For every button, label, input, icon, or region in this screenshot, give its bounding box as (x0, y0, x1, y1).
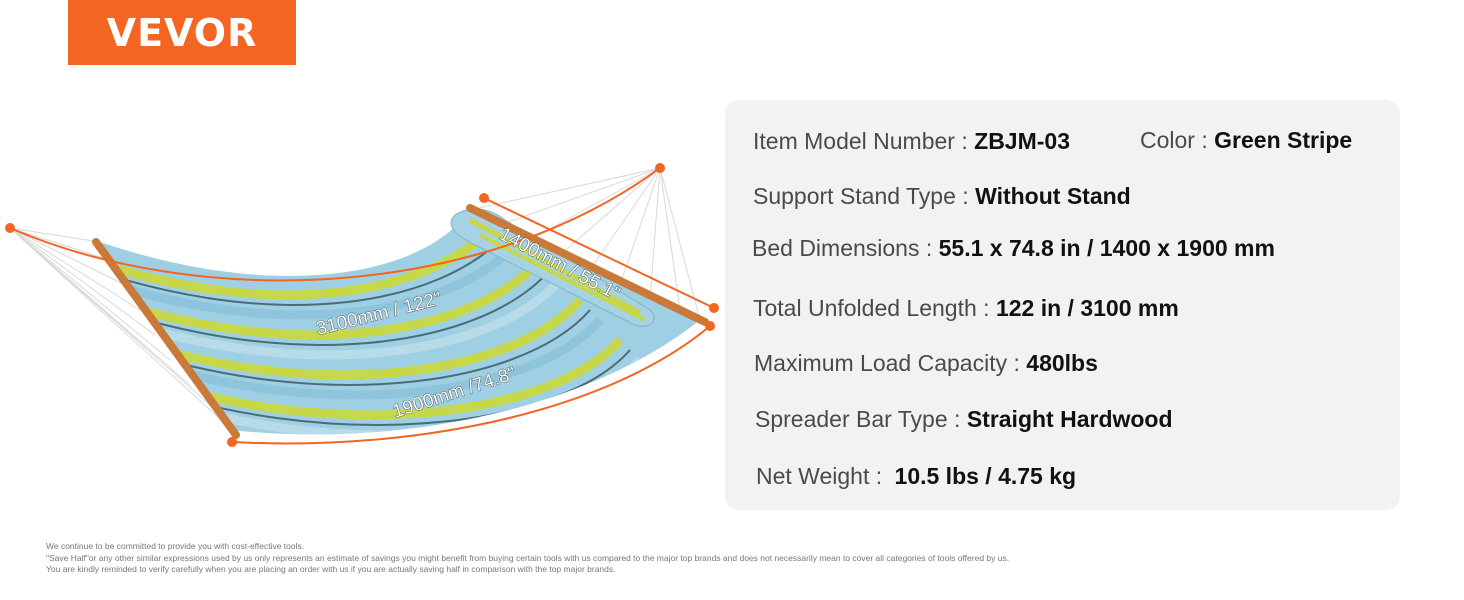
suspension-cords-right (469, 167, 701, 321)
spec-color-label: Color : (1140, 127, 1208, 153)
spec-load-capacity-label: Maximum Load Capacity : (754, 350, 1020, 376)
spec-panel: Item Model Number : ZBJM-03 Color : Gree… (725, 100, 1400, 510)
spec-bed-dimensions-value: 55.1 x 74.8 in / 1400 x 1900 mm (938, 235, 1275, 261)
disclaimer-line-3: You are kindly reminded to verify carefu… (46, 564, 616, 574)
spec-model-number: Item Model Number : ZBJM-03 (753, 128, 1070, 155)
brand-logo-text: VEVOR (106, 10, 258, 55)
brand-logo: VEVOR (68, 0, 296, 65)
dimension-lines (9, 167, 715, 445)
spec-color: Color : Green Stripe (1140, 127, 1352, 154)
spec-load-capacity-value: 480lbs (1026, 350, 1098, 376)
disclaimer-line-1: We continue to be committed to provide y… (46, 541, 305, 551)
spec-net-weight: Net Weight : 10.5 lbs / 4.75 kg (756, 463, 1076, 490)
spec-model-number-value: ZBJM-03 (974, 128, 1070, 154)
hammock-product-image: 3100mm / 122" 1400mm / 55.1" 1900mm /74.… (5, 163, 719, 447)
spreader-bar-right (466, 204, 709, 326)
dimension-endpoints (5, 163, 719, 447)
hammock-pillow (450, 208, 655, 327)
spec-spreader-bar-value: Straight Hardwood (966, 406, 1173, 432)
disclaimer: We continue to be committed to provide y… (46, 541, 1009, 576)
spec-net-weight-value: 10.5 lbs / 4.75 kg (894, 463, 1077, 489)
spec-model-number-label: Item Model Number : (753, 128, 968, 154)
suspension-cords-left (9, 227, 231, 429)
spec-unfolded-length-value: 122 in / 3100 mm (995, 295, 1179, 321)
spec-spreader-bar: Spreader Bar Type : Straight Hardwood (755, 406, 1173, 433)
spec-color-value: Green Stripe (1214, 127, 1353, 153)
spec-unfolded-length-label: Total Unfolded Length : (753, 295, 990, 321)
spec-bed-dimensions: Bed Dimensions : 55.1 x 74.8 in / 1400 x… (752, 235, 1275, 262)
spreader-bar-left (92, 238, 240, 439)
spec-bed-dimensions-label: Bed Dimensions : (752, 235, 933, 261)
spec-load-capacity: Maximum Load Capacity : 480lbs (754, 350, 1098, 377)
spec-support-stand-label: Support Stand Type : (753, 183, 969, 209)
spec-support-stand-value: Without Stand (975, 183, 1131, 209)
spec-support-stand: Support Stand Type : Without Stand (753, 183, 1131, 210)
spec-unfolded-length: Total Unfolded Length : 122 in / 3100 mm (753, 295, 1179, 322)
spec-net-weight-label: Net Weight : (756, 463, 883, 489)
disclaimer-line-2: "Save Half"or any other similar expressi… (46, 552, 1010, 563)
spec-spreader-bar-label: Spreader Bar Type : (755, 406, 961, 432)
